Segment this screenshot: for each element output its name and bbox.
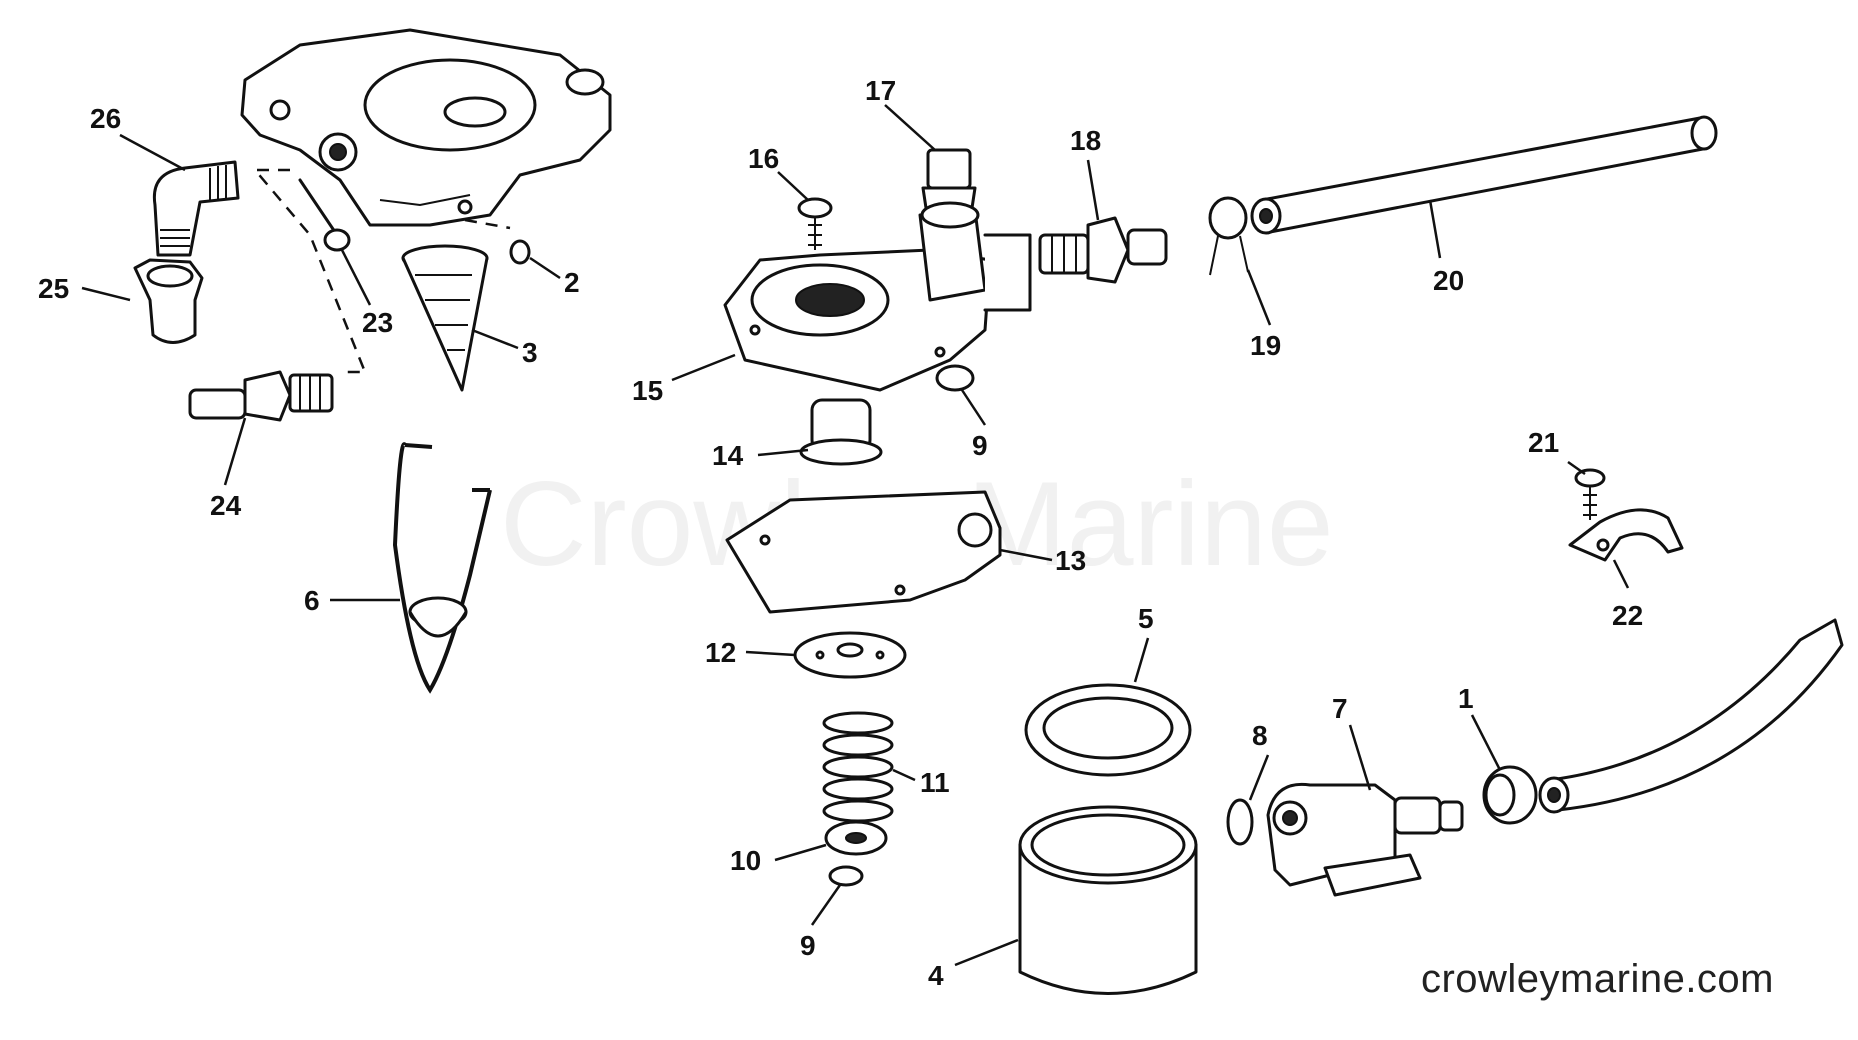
pipe-plug: [921, 148, 977, 210]
filter-screen: [401, 244, 489, 392]
filter-bowl: [1018, 805, 1198, 995]
callout-22: 22: [1612, 600, 1643, 631]
callout-25: 25: [38, 273, 69, 304]
leader-17: [884, 104, 936, 151]
plunger-cap: [799, 398, 883, 466]
leader-8: [1248, 754, 1270, 801]
callout-23: 23: [362, 307, 393, 338]
filter-bail: [392, 442, 492, 694]
leader-22: [1612, 559, 1630, 589]
leader-13: [999, 548, 1053, 562]
leader-4: [954, 938, 1019, 967]
callout-21: 21: [1528, 427, 1559, 458]
leader-10: [774, 843, 827, 862]
leader-15: [671, 353, 736, 382]
check-valve-disk-upper: [935, 364, 975, 392]
callout-7: 7: [1332, 693, 1348, 724]
check-valve-disk-lower: [828, 865, 864, 887]
assembly-line-left: [252, 168, 367, 374]
inlet-fitting: [1038, 216, 1168, 284]
callout-20: 20: [1433, 265, 1464, 296]
callout-19: 19: [1250, 330, 1281, 361]
leader-19: [1246, 269, 1272, 326]
elbow-fitting: [152, 160, 240, 257]
callout-1: 1: [1458, 683, 1474, 714]
hose-clamp: [1482, 765, 1538, 825]
valve-seat: [824, 820, 888, 856]
site-credit: crowleymarine.com: [1420, 957, 1774, 1001]
diaphragm-spring: [822, 711, 894, 823]
assembly-line-right: [464, 218, 511, 230]
check-plug: [509, 239, 531, 265]
callout-10: 10: [730, 845, 761, 876]
clip-screw: [1574, 468, 1606, 520]
hose-clip: [1568, 508, 1684, 562]
filter-bowl-gasket: [1024, 683, 1192, 777]
leader-7: [1348, 724, 1372, 791]
cover-screw: [797, 197, 833, 250]
diaphragm-plate: [793, 631, 907, 679]
leader-12: [745, 650, 796, 657]
hose-barb-fitting: [188, 370, 334, 422]
leader-9b: [810, 884, 842, 926]
o-ring: [1226, 798, 1254, 846]
leader-24: [223, 417, 247, 486]
fuel-hose-upper: [1250, 115, 1718, 235]
leader-2: [529, 256, 561, 280]
callout-24: 24: [210, 490, 242, 521]
fitting-nut: [133, 258, 204, 344]
callout-13: 13: [1055, 545, 1086, 576]
callout-4: 4: [928, 960, 944, 991]
callout-26: 26: [90, 103, 121, 134]
fuel-hose-lower: [1538, 618, 1844, 814]
leader-21: [1567, 460, 1586, 476]
callout-18: 18: [1070, 125, 1101, 156]
housing-screw: [298, 178, 351, 252]
leader-14: [757, 448, 809, 457]
pump-housing: [240, 28, 612, 227]
fuel-shutoff-valve: [1266, 782, 1464, 897]
leader-1: [1470, 714, 1502, 771]
diaphragm-gasket: [725, 490, 1002, 614]
leader-11: [892, 768, 916, 782]
callout-17: 17: [865, 75, 896, 106]
leader-26: [119, 133, 186, 172]
leader-5: [1133, 637, 1150, 683]
callout-15: 15: [632, 375, 663, 406]
callout-3: 3: [522, 337, 538, 368]
callout-16: 16: [748, 143, 779, 174]
leader-16: [777, 171, 809, 201]
pump-cover: [723, 201, 1032, 392]
callout-9-upper: 9: [972, 430, 988, 461]
callout-9-lower: 9: [800, 930, 816, 961]
leader-18: [1086, 159, 1100, 221]
callout-6: 6: [304, 585, 320, 616]
leader-23: [340, 249, 372, 306]
callout-12: 12: [705, 637, 736, 668]
leader-25: [81, 286, 131, 302]
hose-clamp-spring: [1208, 196, 1249, 276]
callout-5: 5: [1138, 603, 1154, 634]
leader-3: [471, 328, 519, 350]
callout-2: 2: [564, 267, 580, 298]
callout-11: 11: [920, 767, 950, 798]
callout-14: 14: [712, 440, 744, 471]
callout-8: 8: [1252, 720, 1268, 751]
leader-20: [1428, 199, 1442, 259]
leader-9a: [960, 389, 987, 426]
